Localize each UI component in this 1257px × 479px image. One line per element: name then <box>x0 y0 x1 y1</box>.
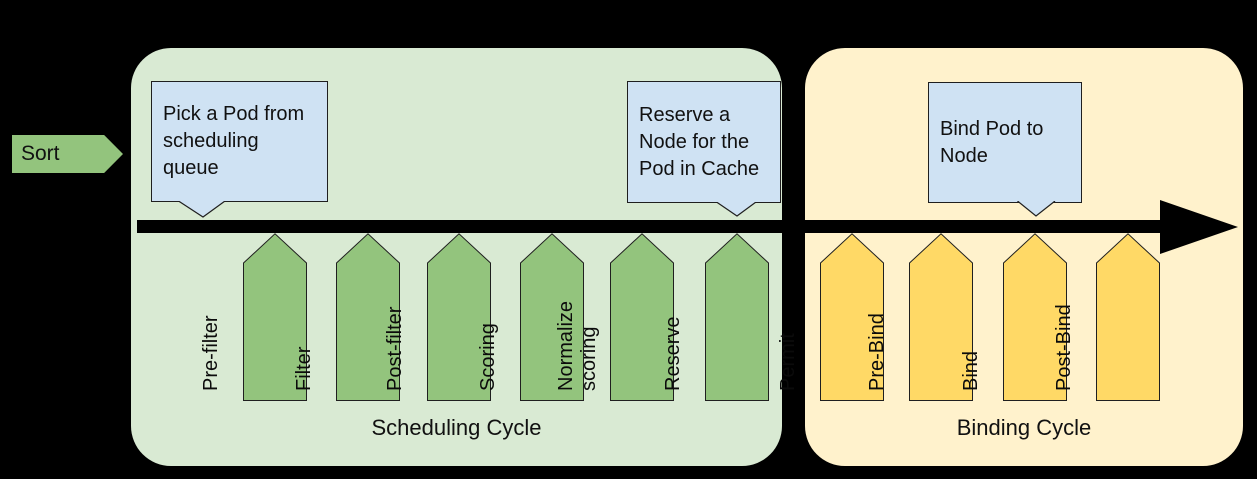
pick-pod-callout: Pick a Pod from scheduling queue <box>151 81 328 202</box>
callout-tail-icon <box>178 201 226 218</box>
chevron-label: Bind <box>959 350 982 391</box>
chevron-label: Post-filter <box>383 306 406 391</box>
sort-label: Sort <box>21 142 60 165</box>
chevron-pre-filter: Pre-filter <box>200 233 307 401</box>
bind-pod-callout: Bind Pod to Node <box>928 82 1082 203</box>
chevron-label: Pre-Bind <box>865 313 888 391</box>
chevron-label: Permit <box>776 333 799 391</box>
chevron-filter: Filter <box>293 233 400 401</box>
chevron-pre-bind: Pre-Bind <box>866 233 973 401</box>
scheduling-cycle-title: Scheduling Cycle <box>371 415 542 440</box>
sort-arrow: Sort <box>12 135 123 173</box>
chevron-normalize-scoring: Normalize scoring <box>555 233 674 401</box>
chevron-label: Scoring <box>476 323 499 391</box>
chevron-label: Normalize scoring <box>555 300 600 391</box>
chevron-label: Filter <box>292 346 315 391</box>
chevron-label: Post-Bind <box>1052 304 1075 391</box>
chevron-permit: Permit <box>777 233 884 401</box>
chevron-label: Pre-filter <box>199 315 222 391</box>
chevron-bind: Bind <box>960 233 1067 401</box>
reserve-node-callout: Reserve a Node for the Pod in Cache <box>627 81 781 203</box>
chevron-scoring: Scoring <box>477 233 584 401</box>
binding-cycle-title: Binding Cycle <box>956 415 1092 440</box>
chevron-reserve: Reserve <box>662 233 769 401</box>
timeline-arrow-shaft <box>137 220 1161 233</box>
chevron-post-filter: Post-filter <box>384 233 491 401</box>
callout-tail-icon <box>716 202 757 217</box>
timeline-arrow-head-icon <box>1160 200 1238 254</box>
chevron-post-bind: Post-Bind <box>1053 233 1160 401</box>
callout-tail-icon <box>1017 201 1056 217</box>
chevron-label: Reserve <box>661 316 684 391</box>
